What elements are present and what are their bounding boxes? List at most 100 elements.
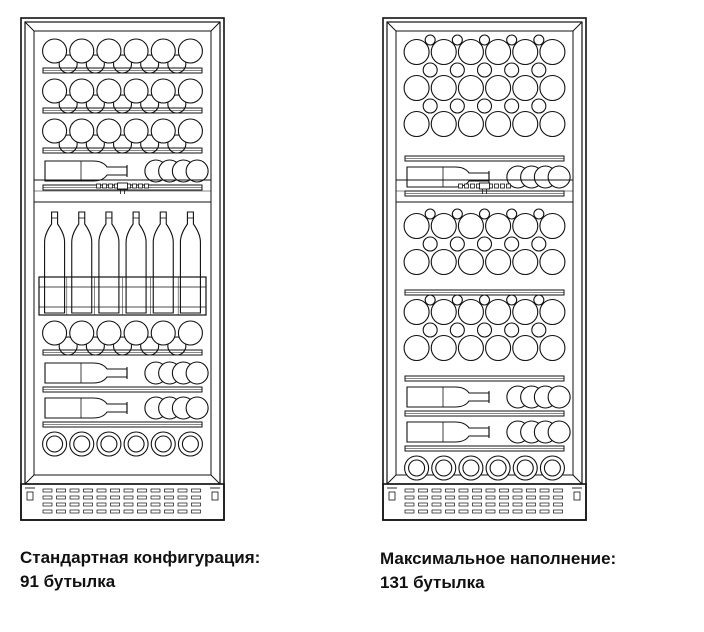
control-button xyxy=(138,183,143,189)
vent-slot xyxy=(539,495,550,500)
vent-slot xyxy=(69,509,80,514)
wine-cooler-illustrations xyxy=(20,17,587,521)
vent-slot xyxy=(539,502,550,507)
vent-slot xyxy=(96,495,107,500)
bottle-end xyxy=(485,298,512,326)
bottle-end xyxy=(457,248,484,276)
bottle-end xyxy=(531,62,547,78)
base-plinth xyxy=(382,483,587,521)
bottle-end xyxy=(539,110,566,138)
vent-slot xyxy=(191,509,201,514)
bottle-end xyxy=(457,74,484,102)
vent-slot xyxy=(472,509,482,514)
bottle-end xyxy=(531,98,547,114)
bottle-end-inner xyxy=(489,459,507,477)
temperature-display xyxy=(479,182,490,190)
bottle-ends-row xyxy=(42,431,203,457)
bottle-end xyxy=(430,248,457,276)
vent-slot xyxy=(526,495,536,500)
bottle-end xyxy=(512,334,539,362)
vent-slot xyxy=(110,502,120,507)
bottle-end xyxy=(96,320,122,346)
bottle-end xyxy=(403,298,430,326)
bottle-end-inner xyxy=(127,435,145,453)
bottle-end xyxy=(539,38,566,66)
bottle-end xyxy=(449,62,465,78)
bottle-end xyxy=(547,385,571,409)
vent-slot xyxy=(137,488,147,493)
vent-slot xyxy=(553,495,563,500)
shelf xyxy=(42,67,203,74)
vent-slot xyxy=(177,502,188,507)
door-corner xyxy=(572,474,583,485)
shelf xyxy=(42,349,203,356)
bottle-end xyxy=(478,294,491,306)
vent-slot xyxy=(69,495,80,500)
shelf xyxy=(404,375,565,382)
bottle-end xyxy=(539,74,566,102)
vent-slot xyxy=(445,495,455,500)
bottle-end xyxy=(69,118,95,144)
bottle-side-row xyxy=(44,361,209,385)
vent-slot xyxy=(42,502,53,507)
bottle-end xyxy=(457,212,484,240)
vent-slot xyxy=(83,495,93,500)
bottle-end xyxy=(123,38,149,64)
control-button xyxy=(102,183,107,189)
door-corner xyxy=(572,21,583,32)
vent-slot xyxy=(83,502,93,507)
bottle-end-inner xyxy=(543,459,561,477)
bottle-end xyxy=(403,110,430,138)
bottle-end xyxy=(547,420,571,444)
vent-slot xyxy=(191,488,201,493)
control-panel xyxy=(96,182,149,194)
bottle-end xyxy=(506,208,518,220)
bottle-end-inner xyxy=(100,435,118,453)
bottle-end xyxy=(547,165,571,189)
bottle-end xyxy=(533,208,545,220)
vent-slot xyxy=(137,495,147,500)
standing-bottle xyxy=(98,211,120,314)
vent-slot xyxy=(526,502,536,507)
bottle-end xyxy=(457,38,484,66)
vent-slot xyxy=(526,509,536,514)
vent-slot xyxy=(418,488,428,493)
glass-panel xyxy=(395,30,574,476)
vent-slot xyxy=(96,488,107,493)
bottle-end xyxy=(177,320,203,346)
bottle-end xyxy=(185,361,209,385)
bottle-end xyxy=(150,118,176,144)
ventilation-grille xyxy=(404,488,563,514)
control-button xyxy=(494,183,499,189)
bottle-side-view xyxy=(44,397,128,419)
bottle-end xyxy=(457,110,484,138)
vent-slot xyxy=(150,488,161,493)
vent-slot xyxy=(177,495,188,500)
bottle-end-inner xyxy=(408,459,426,477)
bottle-end-inner xyxy=(181,435,199,453)
vent-slot xyxy=(485,495,496,500)
bottle-end xyxy=(533,34,545,46)
vent-slot xyxy=(404,488,415,493)
bottle-end xyxy=(476,236,493,252)
bottle-max-stack xyxy=(403,34,566,138)
bottle-end xyxy=(531,322,547,338)
bottle-end xyxy=(424,294,436,306)
bottle-end xyxy=(512,74,539,102)
vent-slot xyxy=(150,509,161,514)
vent-slot xyxy=(96,509,107,514)
bottle-end xyxy=(449,236,465,252)
shelf xyxy=(404,190,565,197)
vent-slot xyxy=(56,509,66,514)
bottle-end xyxy=(485,74,512,102)
control-button xyxy=(506,183,511,189)
control-panel xyxy=(458,182,511,194)
vent-slot xyxy=(110,488,120,493)
bottle-end xyxy=(403,334,430,362)
bottle-end xyxy=(451,294,463,306)
bottle-end xyxy=(539,298,566,326)
vent-slot xyxy=(83,488,93,493)
vent-slot xyxy=(512,488,523,493)
bottle-end xyxy=(539,248,566,276)
vent-slot xyxy=(123,509,134,514)
